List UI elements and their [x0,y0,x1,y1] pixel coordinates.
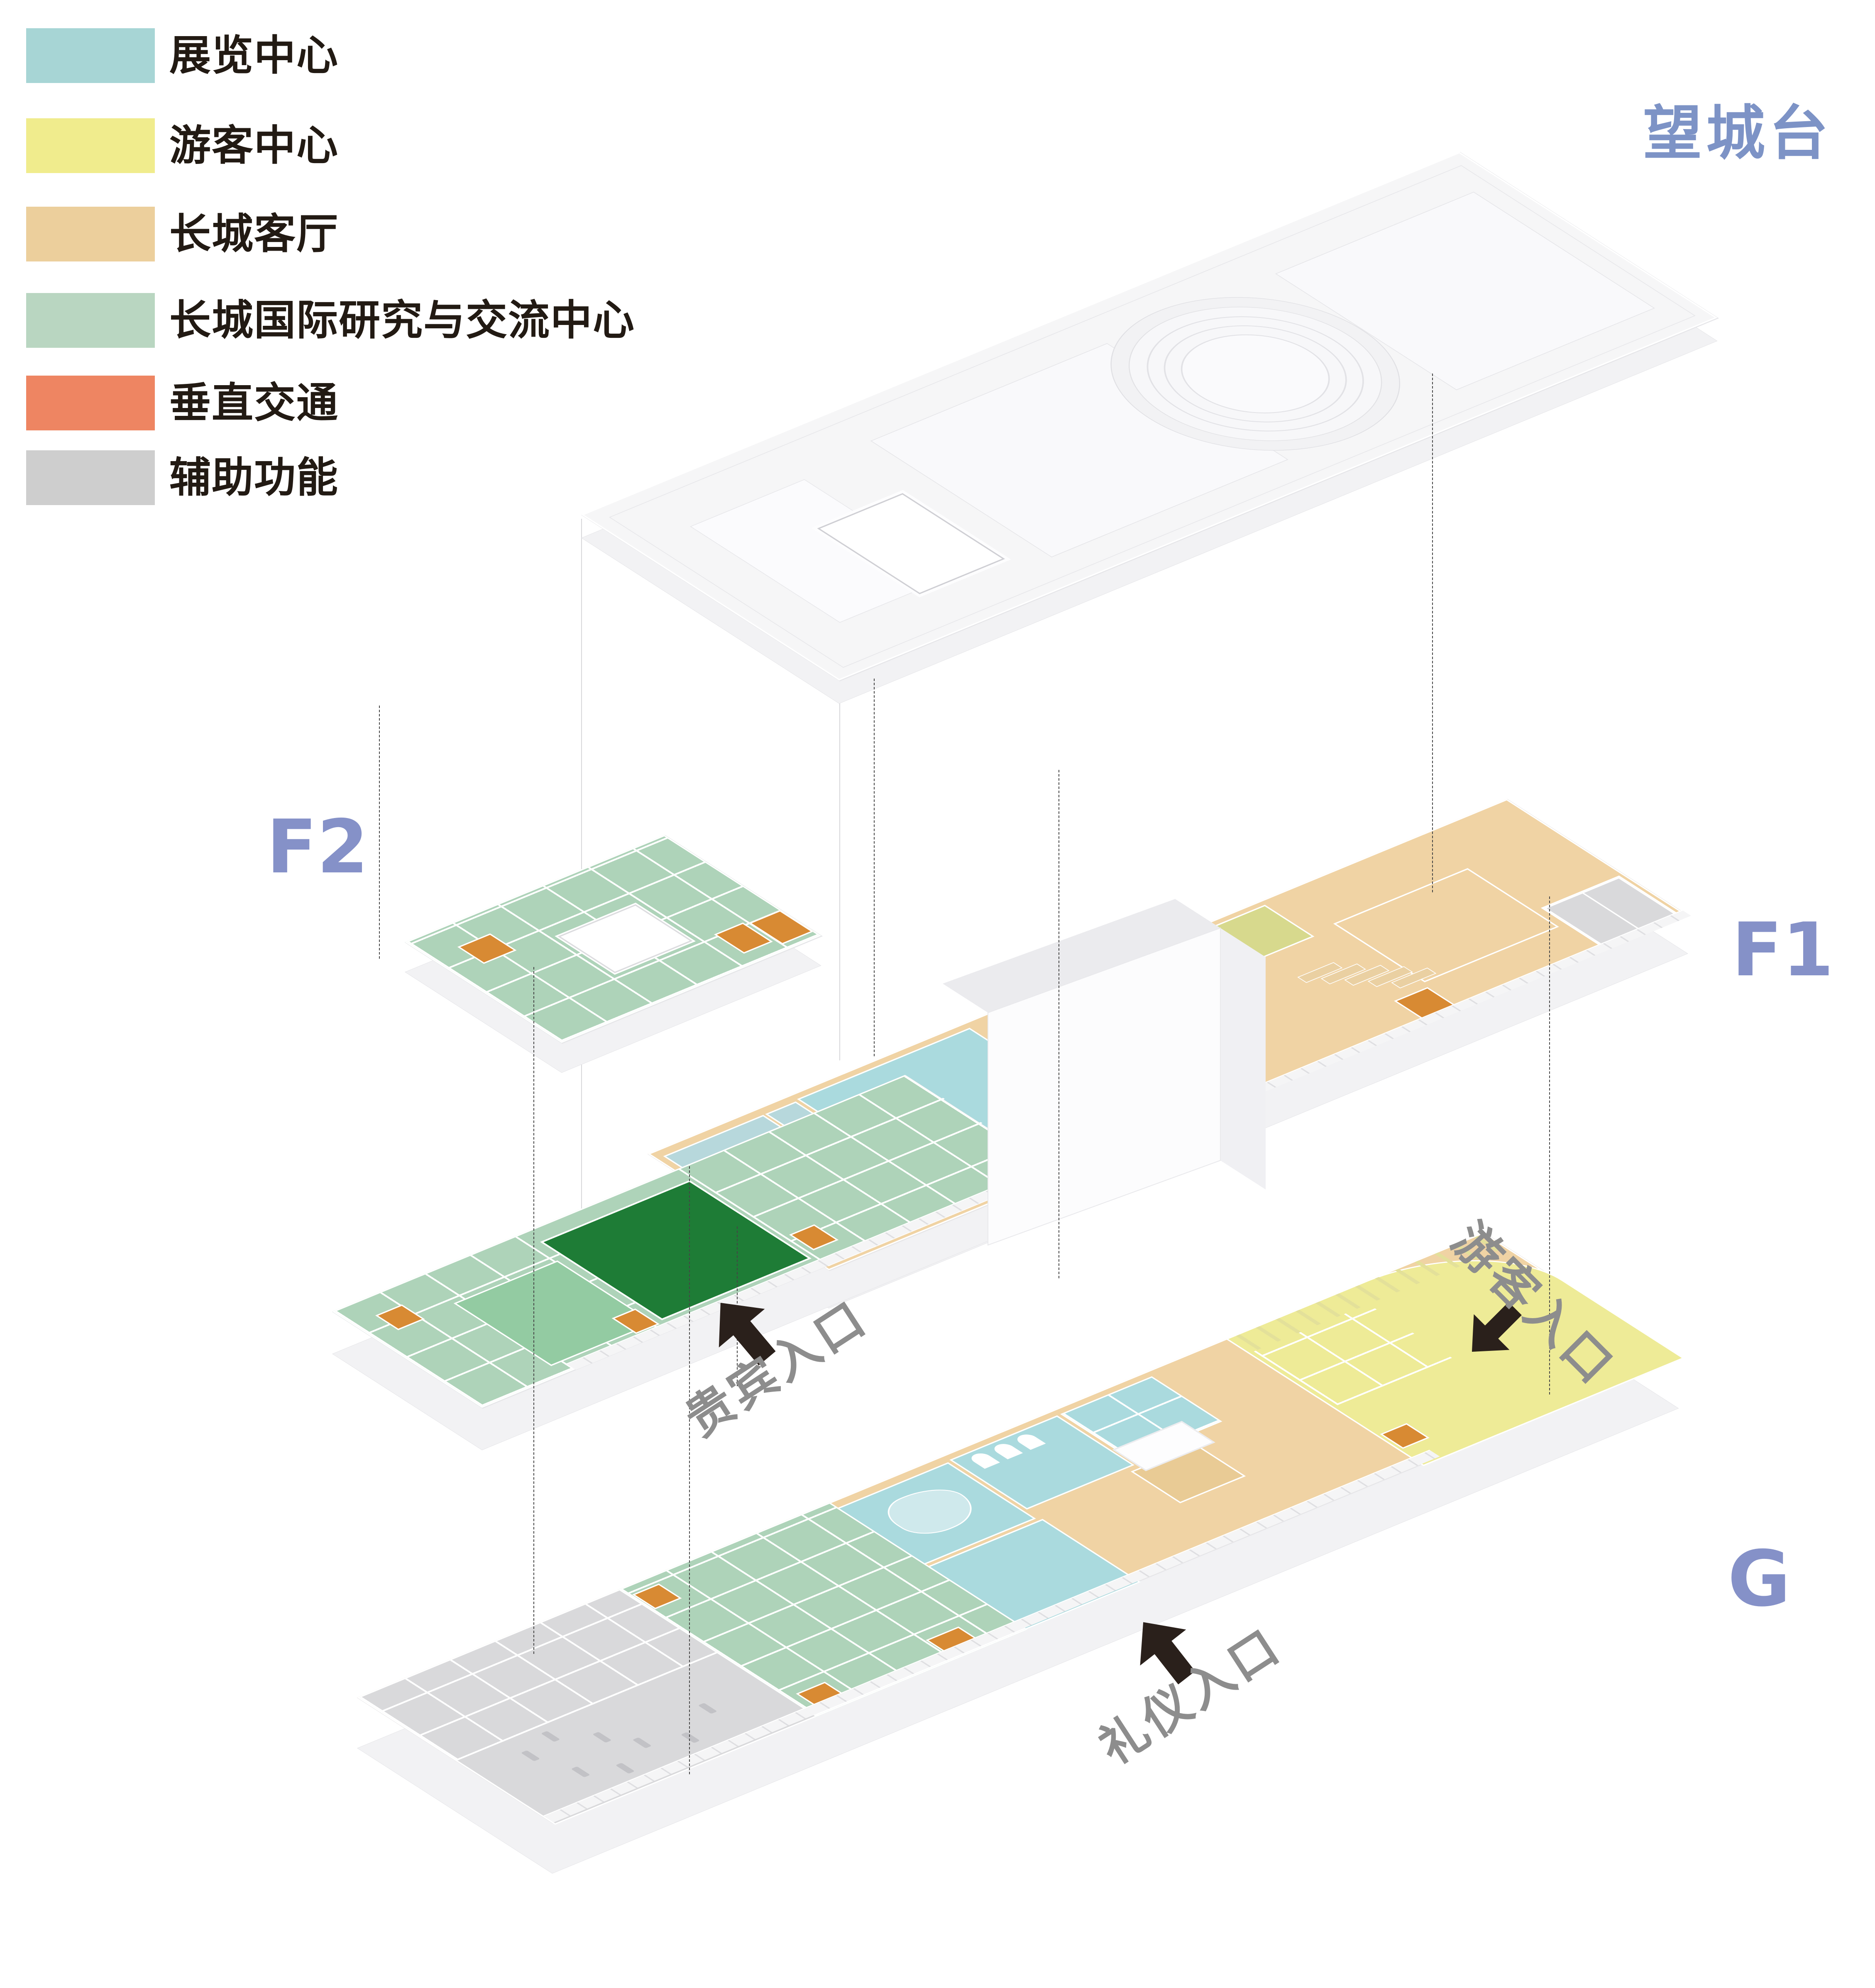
legend-row: 垂直交通 [26,376,773,430]
floor-label-f2: F2 [266,804,369,890]
dashed-guide-line [1432,374,1433,892]
legend-label: 长城国际研究与交流中心 [169,296,635,344]
ceremony-entrance-arrow-icon [1140,1622,1195,1685]
arch [1013,1432,1046,1450]
annex-stair-room [375,1304,425,1331]
legend-row: 辅助功能 [26,450,773,505]
legend-label: 长城客厅 [169,210,339,258]
column [571,1766,591,1778]
column [521,1750,540,1761]
f2-stair-room [457,933,517,964]
legend-swatch-circulation [26,376,155,430]
legend-label: 展览中心 [169,31,339,80]
f1-amphitheater-steps [1333,868,1559,982]
legend-label: 垂直交通 [169,379,339,427]
arch [967,1451,1000,1469]
column [698,1702,718,1714]
arch [990,1441,1023,1460]
legend-swatch-auxiliary [26,450,155,505]
legend-row: 游客中心 [26,118,773,173]
legend-row: 长城国际研究与交流中心 [26,293,773,348]
dashed-guide-line [379,706,380,959]
dashed-guide-line [689,1166,690,1774]
legend-label: 游客中心 [169,121,339,170]
guide-line [839,687,840,1060]
vip-entrance-arrow-icon [719,1303,776,1366]
column [541,1731,560,1742]
floor-label-g: G [1728,1534,1791,1624]
dashed-guide-line [874,679,875,1056]
legend-swatch-hall [26,207,155,261]
page-title: 望城台 [1643,99,1832,168]
visitor-entrance-arrow-icon [1472,1302,1522,1352]
floor-label-f1: F1 [1732,907,1834,993]
terrain-model [873,1481,990,1541]
legend-row: 长城客厅 [26,207,773,261]
dashed-guide-line [533,967,534,1654]
partition [1581,892,1643,931]
legend-row: 展览中心 [26,28,773,83]
legend-swatch-exhibition [26,28,155,83]
annex-stair-room [789,1224,839,1250]
f1-white-volume [943,899,1266,1246]
legend-label: 辅助功能 [169,453,339,502]
column [615,1763,635,1774]
f2-courtyard [555,903,696,975]
column [592,1732,612,1743]
legend-swatch-visitor [26,118,155,173]
column [680,1732,700,1743]
column [632,1737,652,1749]
dashed-guide-line [1549,896,1550,1395]
legend-swatch-institute [26,293,155,348]
